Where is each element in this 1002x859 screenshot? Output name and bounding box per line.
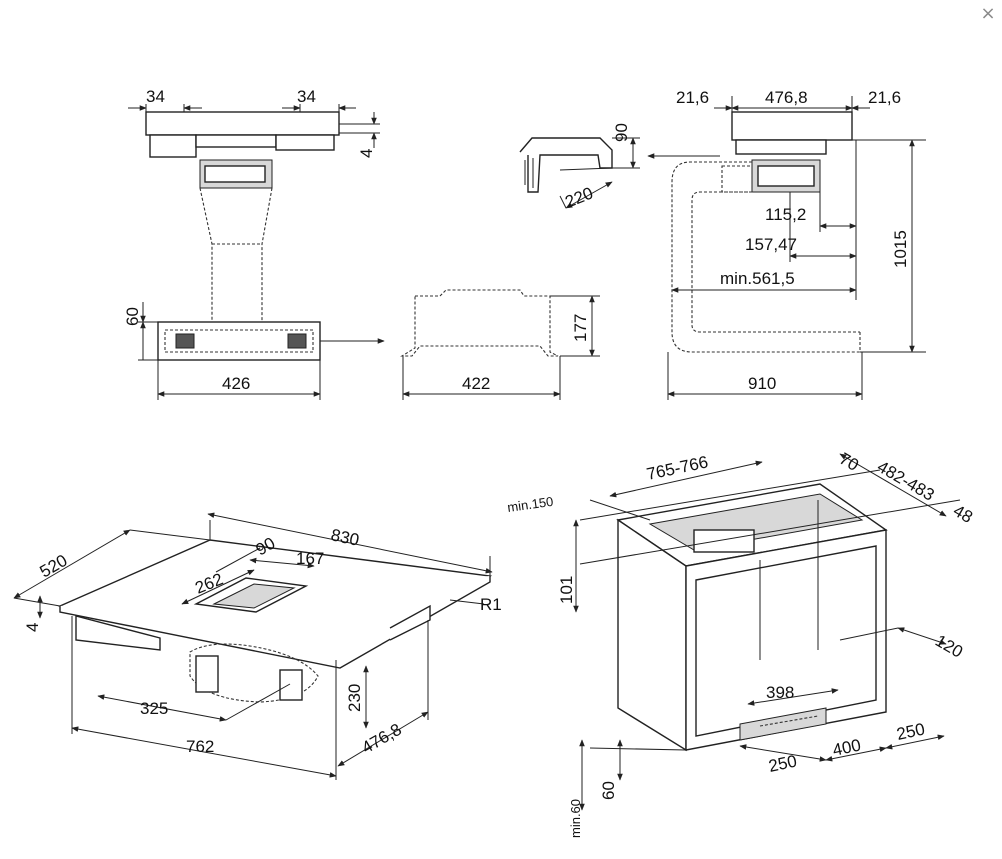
dim-482-483: 482-483 bbox=[874, 457, 938, 505]
dim-120: 120 bbox=[932, 631, 966, 662]
isometric-cabinet-view: min.150 765-766 70 482-483 48 101 120 39… bbox=[506, 449, 976, 838]
dim-34-left: 34 bbox=[146, 87, 165, 106]
dim-762: 762 bbox=[186, 737, 214, 756]
close-icon[interactable]: × bbox=[980, 3, 996, 24]
dim-220: 220 bbox=[562, 183, 595, 211]
plinth-box-view: 422 177 bbox=[400, 289, 600, 400]
dim-60-left: 60 bbox=[123, 307, 142, 326]
dim-60-bottom: 60 bbox=[599, 781, 618, 800]
side-view-routing: 21,6 476,8 21,6 115,2 157,47 min.561,5 1… bbox=[647, 88, 926, 400]
dim-34-right: 34 bbox=[297, 87, 316, 106]
dim-476-8-bottom: 476,8 bbox=[359, 720, 405, 758]
dim-r1: R1 bbox=[480, 595, 502, 614]
dim-520: 520 bbox=[37, 551, 71, 582]
dim-70: 70 bbox=[836, 449, 862, 475]
dim-min-561-5: min.561,5 bbox=[720, 269, 795, 288]
dim-115-2: 115,2 bbox=[765, 205, 806, 224]
dim-426: 426 bbox=[222, 374, 250, 393]
dim-476-8-top: 476,8 bbox=[765, 88, 808, 107]
dim-21-6-left: 21,6 bbox=[676, 88, 709, 107]
dim-min-150: min.150 bbox=[506, 494, 554, 515]
dim-230: 230 bbox=[345, 684, 364, 712]
dim-min-60: min.60 bbox=[568, 799, 583, 838]
dim-830: 830 bbox=[329, 525, 361, 549]
isometric-hob-view: 520 830 90 167 262 4 R1 325 230 762 476,… bbox=[13, 512, 502, 780]
dim-400: 400 bbox=[831, 735, 863, 759]
front-view-duct: 34 34 4 60 426 bbox=[123, 87, 385, 400]
dim-910: 910 bbox=[748, 374, 776, 393]
dim-4-left: 4 bbox=[23, 623, 42, 632]
dim-101: 101 bbox=[557, 576, 576, 604]
dim-1015: 1015 bbox=[891, 230, 910, 268]
duct-elbow-view: 90 220 bbox=[519, 123, 640, 212]
dim-177: 177 bbox=[571, 314, 590, 342]
dim-4-top: 4 bbox=[357, 149, 376, 158]
dim-167: 167 bbox=[296, 549, 324, 568]
dim-422: 422 bbox=[462, 374, 490, 393]
dim-48: 48 bbox=[950, 501, 976, 527]
dim-325: 325 bbox=[140, 699, 168, 718]
dim-21-6-right: 21,6 bbox=[868, 88, 901, 107]
dim-90-top: 90 bbox=[612, 123, 631, 142]
dim-398: 398 bbox=[766, 683, 794, 702]
dim-765-766: 765-766 bbox=[645, 452, 710, 484]
dim-157-47: 157,47 bbox=[745, 235, 797, 254]
dim-250-a: 250 bbox=[767, 751, 799, 775]
